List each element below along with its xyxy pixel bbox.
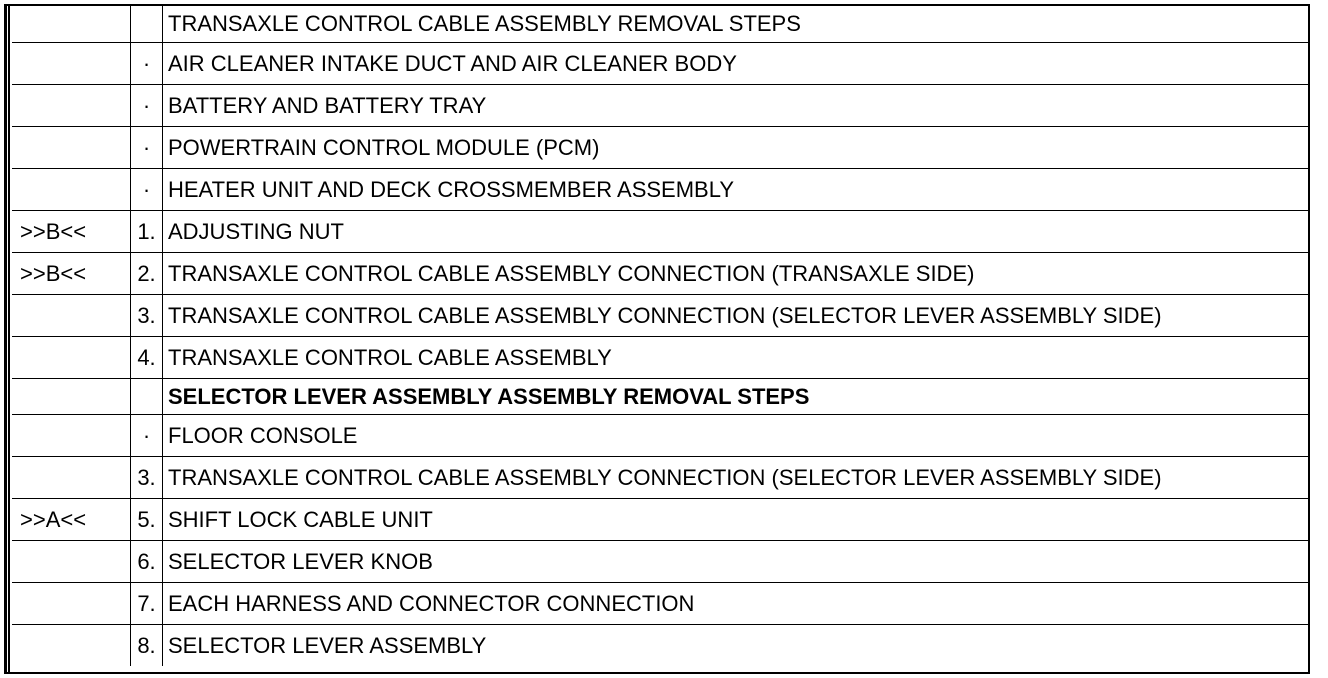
step-description-cell: SELECTOR LEVER ASSEMBLY <box>162 624 1308 666</box>
reference-cell: >>B<< <box>12 252 131 295</box>
step-number-cell: 4. <box>130 336 163 379</box>
reference-cell <box>12 414 131 457</box>
reference-cell <box>12 84 131 127</box>
step-description-cell: HEATER UNIT AND DECK CROSSMEMBER ASSEMBL… <box>162 168 1308 211</box>
removal-steps-table-body: TRANSAXLE CONTROL CABLE ASSEMBLY REMOVAL… <box>12 6 1308 666</box>
step-number-cell: 5. <box>130 498 163 541</box>
step-description-cell: TRANSAXLE CONTROL CABLE ASSEMBLY CONNECT… <box>162 294 1308 337</box>
step-description-cell: BATTERY AND BATTERY TRAY <box>162 84 1308 127</box>
table-row: · FLOOR CONSOLE <box>12 414 1308 457</box>
step-description-cell: SELECTOR LEVER KNOB <box>162 540 1308 583</box>
reference-cell <box>12 336 131 379</box>
reference-cell: >>A<< <box>12 498 131 541</box>
table-row: >>B<< 1. ADJUSTING NUT <box>12 210 1308 253</box>
step-number-cell: 6. <box>130 540 163 583</box>
step-number-cell: · <box>130 84 163 127</box>
reference-cell <box>12 6 131 43</box>
reference-cell: >>B<< <box>12 210 131 253</box>
removal-steps-table-frame: TRANSAXLE CONTROL CABLE ASSEMBLY REMOVAL… <box>4 4 1310 674</box>
step-number-cell: · <box>130 168 163 211</box>
table-row: · BATTERY AND BATTERY TRAY <box>12 84 1308 127</box>
step-number-cell: 8. <box>130 624 163 666</box>
step-description-cell: TRANSAXLE CONTROL CABLE ASSEMBLY REMOVAL… <box>168 11 801 36</box>
table-row: 7. EACH HARNESS AND CONNECTOR CONNECTION <box>12 582 1308 625</box>
reference-cell <box>12 294 131 337</box>
step-description-cell: POWERTRAIN CONTROL MODULE (PCM) <box>162 126 1308 169</box>
step-description-cell: ADJUSTING NUT <box>162 210 1308 253</box>
reference-cell <box>12 624 131 666</box>
table-row: 6. SELECTOR LEVER KNOB <box>12 540 1308 583</box>
table-row: 3. TRANSAXLE CONTROL CABLE ASSEMBLY CONN… <box>12 456 1308 499</box>
reference-cell <box>12 378 131 415</box>
step-description-cell: TRANSAXLE CONTROL CABLE ASSEMBLY CONNECT… <box>162 252 1308 295</box>
reference-cell <box>12 168 131 211</box>
step-number-cell: · <box>130 42 163 85</box>
step-description-cell: SHIFT LOCK CABLE UNIT <box>162 498 1308 541</box>
removal-steps-table: TRANSAXLE CONTROL CABLE ASSEMBLY REMOVAL… <box>12 6 1308 666</box>
step-description-cell: FLOOR CONSOLE <box>162 414 1308 457</box>
reference-cell <box>12 540 131 583</box>
reference-cell <box>12 126 131 169</box>
step-number-cell: 3. <box>130 294 163 337</box>
table-row: · POWERTRAIN CONTROL MODULE (PCM) <box>12 126 1308 169</box>
step-number-cell: · <box>130 126 163 169</box>
table-row: SELECTOR LEVER ASSEMBLY ASSEMBLY REMOVAL… <box>12 378 1308 415</box>
step-description-cell: TRANSAXLE CONTROL CABLE ASSEMBLY CONNECT… <box>162 456 1308 499</box>
step-number-cell: · <box>130 414 163 457</box>
table-row: TRANSAXLE CONTROL CABLE ASSEMBLY REMOVAL… <box>12 6 1308 43</box>
step-description-cell: EACH HARNESS AND CONNECTOR CONNECTION <box>162 582 1308 625</box>
table-row: >>B<< 2. TRANSAXLE CONTROL CABLE ASSEMBL… <box>12 252 1308 295</box>
step-number-cell <box>130 378 163 415</box>
step-number-cell: 1. <box>130 210 163 253</box>
table-row: · HEATER UNIT AND DECK CROSSMEMBER ASSEM… <box>12 168 1308 211</box>
step-number-cell <box>130 6 163 43</box>
table-row: 4. TRANSAXLE CONTROL CABLE ASSEMBLY <box>12 336 1308 379</box>
table-row: · AIR CLEANER INTAKE DUCT AND AIR CLEANE… <box>12 42 1308 85</box>
table-row: 8. SELECTOR LEVER ASSEMBLY <box>12 624 1308 666</box>
step-number-cell: 7. <box>130 582 163 625</box>
step-description-cell: TRANSAXLE CONTROL CABLE ASSEMBLY <box>162 336 1308 379</box>
step-number-cell: 3. <box>130 456 163 499</box>
reference-cell <box>12 456 131 499</box>
table-row: >>A<< 5. SHIFT LOCK CABLE UNIT <box>12 498 1308 541</box>
table-row: 3. TRANSAXLE CONTROL CABLE ASSEMBLY CONN… <box>12 294 1308 337</box>
step-number-cell: 2. <box>130 252 163 295</box>
reference-cell <box>12 42 131 85</box>
step-description-cell: SELECTOR LEVER ASSEMBLY ASSEMBLY REMOVAL… <box>162 378 1308 415</box>
step-description-cell: AIR CLEANER INTAKE DUCT AND AIR CLEANER … <box>162 42 1308 85</box>
reference-cell <box>12 582 131 625</box>
